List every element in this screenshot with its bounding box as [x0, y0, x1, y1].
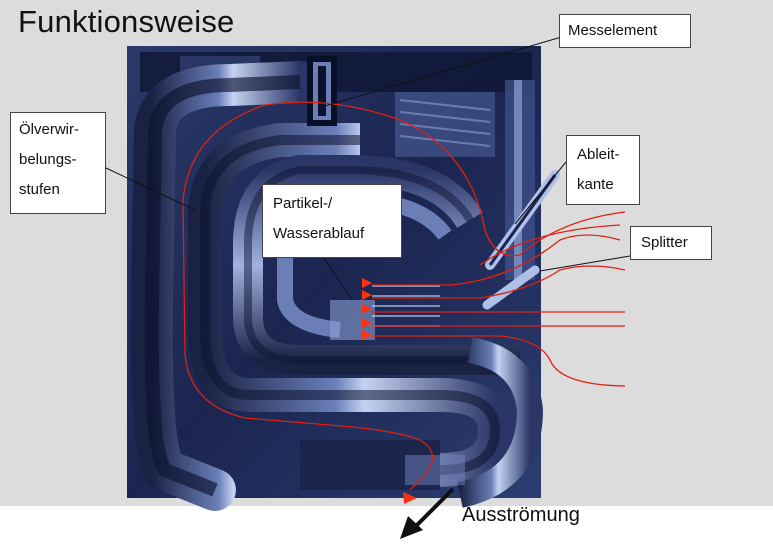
flow-line-1 — [519, 211, 626, 256]
leader-partikel — [319, 251, 353, 301]
outflow-arrowhead — [403, 492, 417, 504]
arrow-marker — [362, 318, 372, 328]
flow-line-main — [182, 101, 521, 491]
arrow-marker — [362, 304, 372, 314]
leader-ableitkante — [514, 161, 567, 225]
leader-messelement — [324, 35, 566, 107]
arrow-marker — [362, 290, 372, 300]
label-messelement: Messelement — [559, 14, 691, 48]
leader-splitter — [539, 255, 631, 272]
label-splitter: Splitter — [630, 226, 712, 260]
page-title: Funktionsweise — [18, 4, 235, 39]
splitter-edge — [482, 265, 540, 310]
flow-line-7 — [372, 335, 626, 387]
leader-olverwirbelung — [105, 167, 196, 211]
label-olverwirbelung: Ölverwir- belungs- stufen — [10, 112, 106, 214]
flow-line-4 — [372, 265, 626, 299]
flow-line-3 — [372, 234, 621, 286]
arrow-marker — [362, 330, 372, 340]
bottom-band — [0, 506, 773, 554]
label-ableitkante: Ableit- kante — [566, 135, 640, 205]
outflow-arrow-icon — [400, 487, 455, 539]
flow-line-2 — [479, 224, 621, 266]
label-partikel: Partikel-/ Wasserablauf — [262, 184, 402, 258]
arrow-marker — [362, 278, 372, 288]
label-ausstromung: Ausströmung — [462, 504, 580, 526]
